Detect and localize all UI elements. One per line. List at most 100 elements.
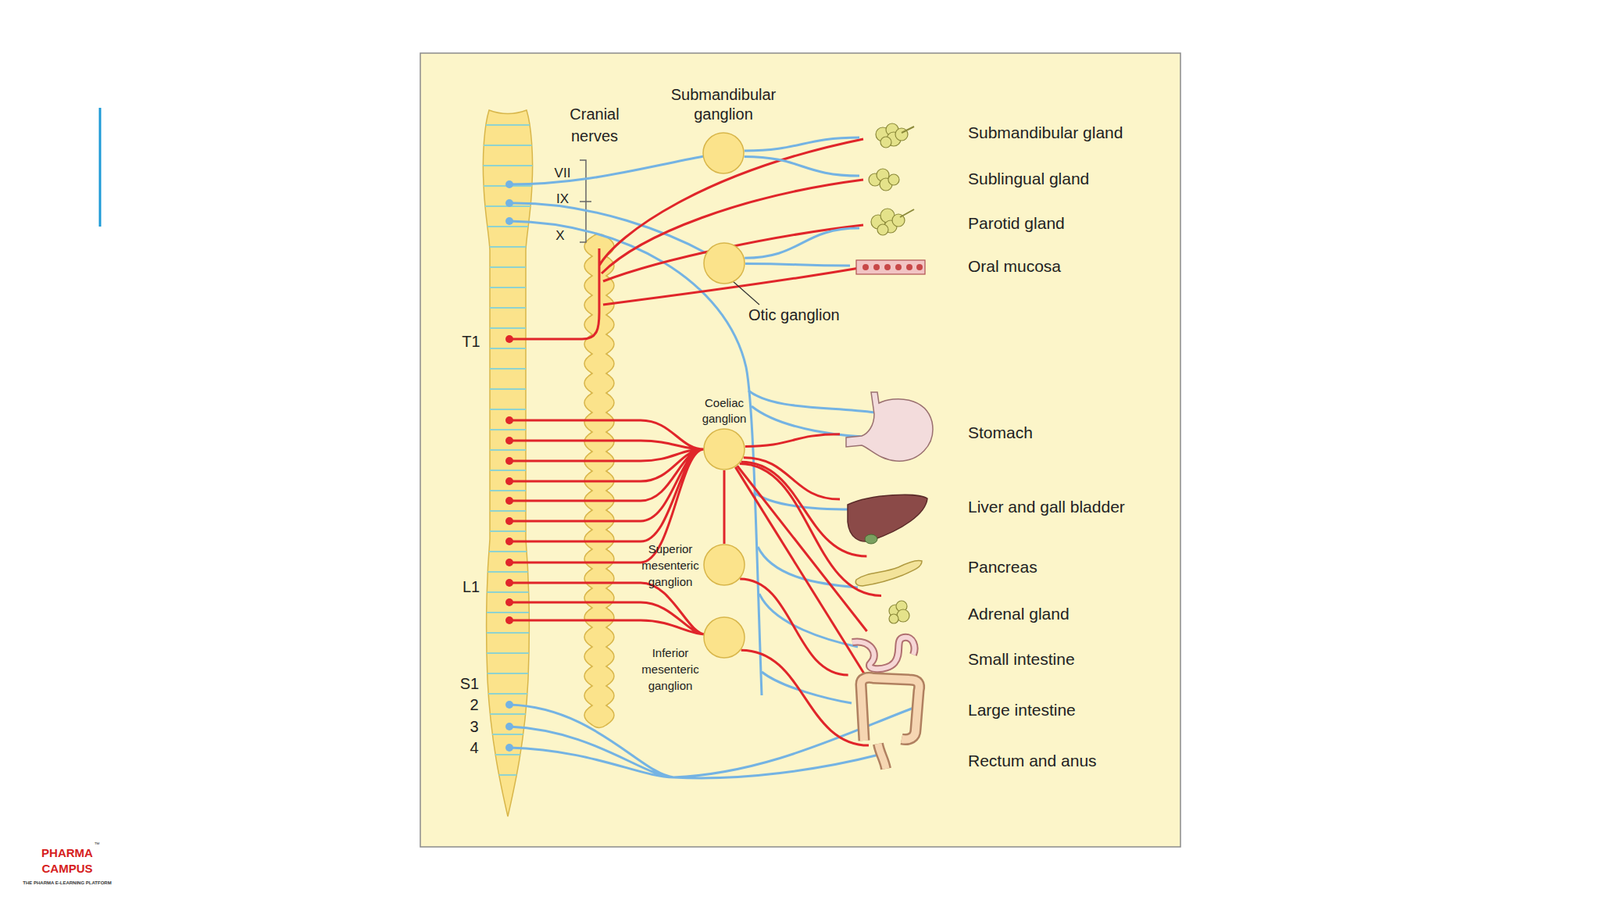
gland-organ: Parotid gland [859,204,915,238]
node-label: Submandibular gland [967,122,1123,143]
segment-label: L1 [462,578,480,597]
gland-lobule [880,136,892,148]
nerve-path [744,156,860,176]
pelvic-nerves [509,704,916,779]
nerve-root-dot [505,558,514,567]
ganglion-circle: Inferior mesenteric ganglion [703,616,746,659]
gland-organ: Sublingual gland [859,165,907,194]
nerve-path [745,434,840,447]
liver-shape [847,494,928,542]
mucosa-cell [916,264,923,271]
node-label: Large intestine [967,700,1076,721]
nerve-path [739,578,848,675]
nerve-root-dot [505,616,514,625]
gland-lobule [877,224,889,236]
node-outline [881,595,916,629]
nerve-root-dot [505,578,514,587]
node-outline [850,255,927,278]
node-outline [851,556,924,588]
nerve-path [735,467,865,675]
ganglion-shape [703,617,745,658]
node-label: Pancreas [967,557,1038,578]
mucosa-cell [862,264,869,271]
nerve-root-dot [505,457,514,465]
segment-label: 4 [469,739,479,758]
intestine-wall [852,637,915,669]
node-outline [859,118,915,150]
intestine-organ: Small intestine [847,631,918,672]
ganglion-circle: Superior mesenteric ganglion [703,543,746,586]
node-label: Parotid gland [967,213,1065,234]
node-label: Submandibular ganglion [664,85,783,125]
facial-nerve [509,156,704,185]
nerve-path [744,137,860,151]
node-outline [839,490,930,547]
logo-text: PHARMA [41,846,93,860]
mucosa-cell [873,264,880,271]
segment-label: 2 [469,696,479,715]
stomach-organ: Stomach [839,390,938,465]
nerve-connector [744,228,860,258]
node-outline [839,390,938,465]
stomach-shape [846,392,933,461]
node-label: Otic ganglion [748,305,840,325]
node-label: Liver and gall bladder [967,496,1125,518]
nerve-root-dot [505,436,514,445]
mucosa-cell [895,264,902,271]
nerve-path [744,228,860,258]
nerve-root-dot [505,217,514,225]
nerve-root-dot [505,722,514,731]
splanchnic-nerves [509,420,704,563]
node-outline [859,204,915,238]
gland-organ: Submandibular gland [859,118,915,150]
nerve-connector [741,650,869,746]
mucosa-strip [856,260,925,275]
lumbar-splanchnic [509,582,706,635]
segment-label: X [555,228,565,244]
ganglion-shape [703,428,745,470]
pancreas-shape [855,560,922,586]
nerve-connector [735,467,865,675]
ganglion-shape [703,242,745,284]
colon-lumen [860,677,920,741]
node-outline [703,428,746,471]
nerve-root-dot [505,700,514,709]
node-label: Inferior mesenteric ganglion [637,644,704,694]
ganglion-circle: Submandibular ganglion [702,132,745,175]
logo-text: ™ [94,841,100,847]
ganglion-shape [703,132,744,174]
nerve-root-dot [505,180,514,189]
colon-wall [860,677,920,741]
node-outline [859,165,907,194]
nerve-path [737,465,868,632]
cervical-sympathetic [509,139,864,340]
node-outline [846,675,925,743]
node-outline [702,132,745,175]
node-outline [703,242,746,285]
mucosa-organ: Oral mucosa [850,255,927,278]
gland-duct [900,209,915,218]
segment-label: S1 [460,675,479,693]
nerve-connector [739,578,848,675]
ganglion-circle: Otic ganglion [703,242,746,285]
segment-label: 3 [469,717,479,736]
liver-organ: Liver and gall bladder [839,490,930,547]
gland-duct [901,126,915,133]
gland-lobule [889,614,899,624]
node-label: Sublingual gland [967,168,1090,190]
nerve-root-dot [505,199,514,208]
segment-label: VII [554,165,572,182]
nerve-root-dot [505,416,514,425]
nerve-connector [724,470,725,544]
nerve-root-dot [505,335,514,343]
vagus-nerve [509,221,762,696]
segment-label: T1 [461,332,480,351]
node-label: Small intestine [967,649,1075,670]
mucosa-cell [906,264,913,271]
rectum-organ: Rectum and anus [868,743,900,771]
segment-label: IX [556,191,569,208]
rectum-wall [878,743,886,769]
node-label: Adrenal gland [967,603,1070,625]
